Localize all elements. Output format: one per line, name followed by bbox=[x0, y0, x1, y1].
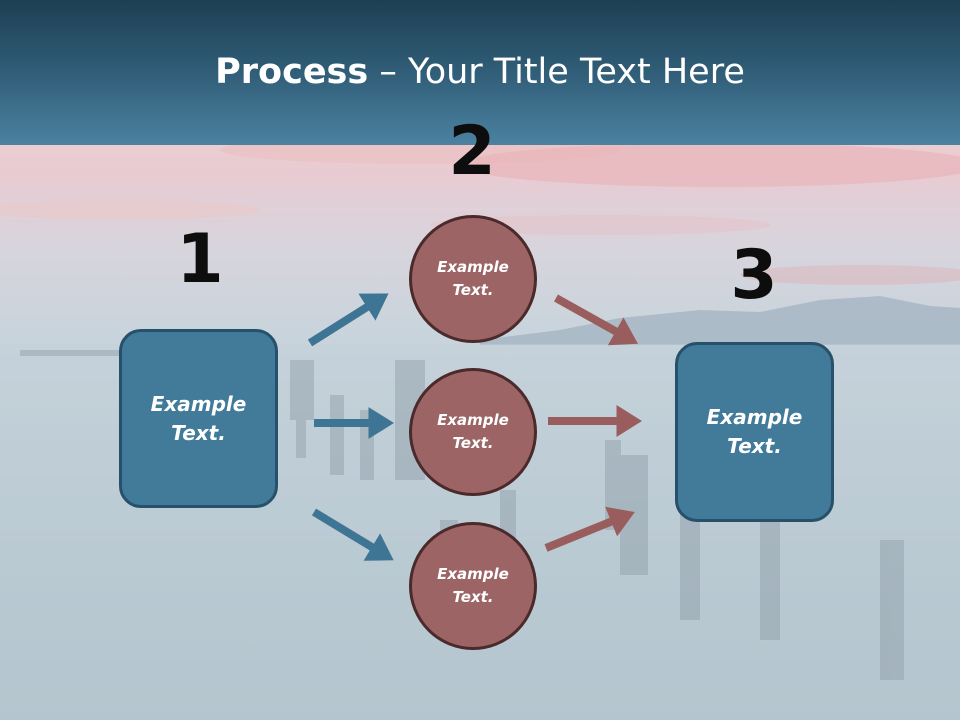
step-1-box[interactable]: Example Text. bbox=[119, 329, 278, 508]
step-2-circle-bottom[interactable]: Example Text. bbox=[409, 522, 537, 650]
step-number-3: 3 bbox=[730, 236, 778, 315]
step-2-circle-middle[interactable]: Example Text. bbox=[409, 368, 537, 496]
arrow-2a-to-3 bbox=[554, 294, 638, 346]
title-rest: – Your Title Text Here bbox=[368, 52, 745, 92]
step-2-circle-top[interactable]: Example Text. bbox=[409, 215, 537, 343]
circle-middle-label: Example Text. bbox=[437, 411, 509, 452]
title-bar bbox=[0, 0, 960, 145]
step-number-2: 2 bbox=[448, 112, 496, 191]
arrow-1-to-2a bbox=[307, 293, 389, 347]
step-1-label: Example Text. bbox=[150, 391, 247, 445]
circle-bottom-label: Example Text. bbox=[437, 565, 509, 606]
step-3-box[interactable]: Example Text. bbox=[675, 342, 834, 522]
slide-title: Process – Your Title Text Here bbox=[0, 52, 960, 92]
title-bold: Process bbox=[215, 52, 369, 92]
step-number-1: 1 bbox=[176, 220, 224, 299]
step-3-label: Example Text. bbox=[706, 405, 803, 458]
arrow-1-to-2c bbox=[311, 508, 394, 561]
circle-top-label: Example Text. bbox=[437, 258, 509, 299]
arrow-2c-to-3 bbox=[544, 506, 635, 552]
